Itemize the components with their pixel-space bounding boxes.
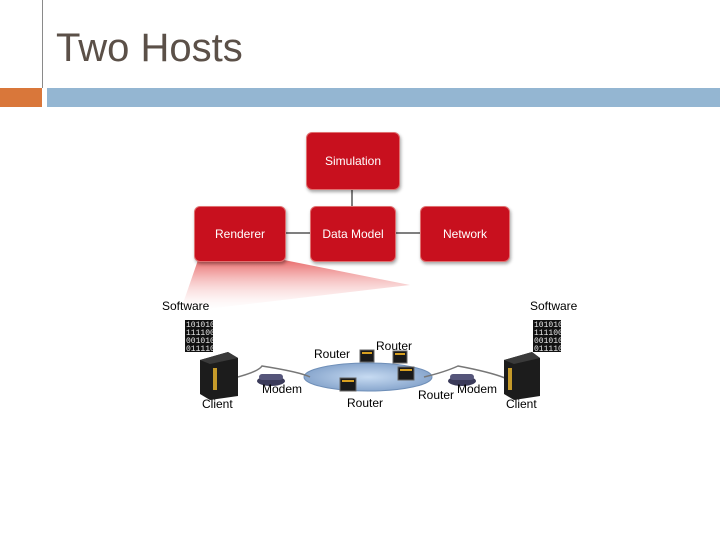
title-divider-line — [42, 0, 43, 88]
renderer-projection-fan — [180, 260, 410, 312]
binary-code-right: 101010 111100 001010 011110 — [533, 320, 561, 352]
accent-bar-blue — [47, 88, 720, 107]
client-left-icon — [200, 352, 238, 400]
network-box: Network — [420, 206, 510, 262]
router-icon-4 — [397, 366, 415, 381]
router-label-1: Router — [314, 347, 351, 361]
renderer-box: Renderer — [194, 206, 286, 262]
modem-label-left: Modem — [262, 382, 303, 396]
modem-right-icon — [448, 374, 476, 386]
router-icon-2 — [392, 350, 408, 364]
client-label-right: Client — [506, 397, 537, 411]
client-label-left: Client — [202, 397, 233, 411]
simulation-box: Simulation — [306, 132, 400, 190]
router-label-4: Router — [418, 388, 455, 402]
router-icon-3 — [339, 377, 357, 392]
modem-label-right: Modem — [457, 382, 498, 396]
router-label-2: Router — [376, 339, 413, 353]
router-icon-1 — [359, 349, 375, 363]
accent-bar-orange — [0, 88, 42, 107]
router-label-3: Router — [347, 396, 384, 410]
page-title: Two Hosts — [56, 26, 243, 70]
software-label-right: Software — [530, 299, 578, 313]
modem-left-icon — [257, 374, 285, 386]
client-right-icon — [504, 352, 540, 400]
binary-code-left: 101010 111100 001010 011110 — [185, 320, 213, 352]
software-label-left: Software — [162, 299, 210, 313]
cable-left — [233, 365, 311, 379]
data-model-box: Data Model — [310, 206, 396, 262]
cable-right — [423, 365, 506, 379]
